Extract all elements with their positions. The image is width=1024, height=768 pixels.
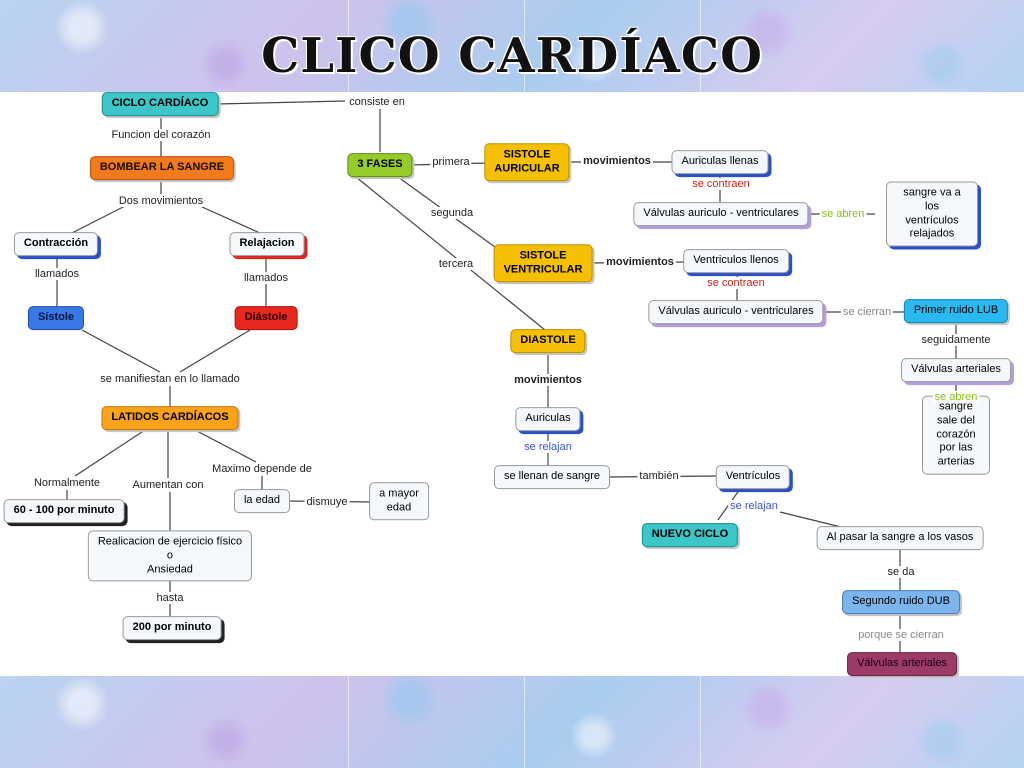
link-tambien: también (637, 470, 681, 482)
link-se-relajan-1: se relajan (522, 441, 574, 453)
node-la-edad[interactable]: la edad (233, 489, 291, 513)
link-se-abren-1: se abren (819, 208, 867, 220)
link-movimientos-2: movimientos (604, 256, 676, 268)
node-200-por-minuto[interactable]: 200 por minuto (122, 616, 222, 640)
link-se-cierran: se cierran (840, 306, 894, 318)
slide-title: CLICO CARDÍACO (261, 28, 763, 84)
node-valvulas-arteriales-1[interactable]: Válvulas arteriales (901, 358, 1011, 382)
node-sistole[interactable]: Sístole (27, 306, 85, 330)
node-se-llenan-de-sangre[interactable]: se llenan de sangre (493, 465, 611, 489)
node-sangre-va-ventriculos[interactable]: sangre va a los ventrículos relajados (886, 181, 978, 247)
link-se-abren-2: se abren (932, 391, 980, 403)
node-auriculas-llenas[interactable]: Auriculas llenas (671, 150, 769, 174)
link-dismuye: dismuye (304, 496, 350, 508)
link-porque-se-cierran: porque se cierran (856, 629, 946, 641)
node-60-100-por-minuto[interactable]: 60 - 100 por minuto (3, 499, 125, 523)
link-se-contraen-2: se contraen (705, 277, 767, 289)
link-se-da: se da (885, 566, 917, 578)
node-primer-ruido-lub[interactable]: Primer ruido LUB (903, 299, 1009, 323)
link-tercera: tercera (436, 258, 476, 270)
node-contraccion[interactable]: Contracción (13, 232, 99, 256)
link-primera: primera (430, 156, 472, 168)
node-diastole-fase[interactable]: DIASTOLE (510, 329, 586, 353)
link-movimientos-3: movimientos (512, 374, 584, 386)
link-llamados-left: llamados (32, 268, 82, 280)
node-nuevo-ciclo[interactable]: NUEVO CICLO (641, 523, 739, 547)
node-sangre-sale[interactable]: sangre sale del corazón por las arterias (922, 395, 990, 475)
node-ejercicio-ansiedad[interactable]: Realicacion de ejercicio físico o Ansied… (87, 530, 253, 582)
node-sistole-auricular[interactable]: SISTOLE AURICULAR (484, 143, 570, 181)
node-sistole-ventricular[interactable]: SISTOLE VENTRICULAR (493, 244, 593, 282)
footer-banner (0, 676, 1024, 768)
link-aumentan-con: Aumentan con (130, 479, 206, 491)
link-consiste-en: consiste en (347, 96, 407, 108)
node-3-fases[interactable]: 3 FASES (347, 153, 413, 177)
link-seguidamente: seguidamente (919, 334, 993, 346)
link-hasta: hasta (154, 592, 186, 604)
node-valvulas-av-1[interactable]: Válvulas auriculo - ventriculares (633, 202, 809, 226)
link-se-manifiestan: se manifiestan en lo llamado (98, 373, 242, 385)
node-al-pasar-la-sangre[interactable]: Al pasar la sangre a los vasos (816, 526, 984, 550)
node-bombear-la-sangre[interactable]: BOMBEAR LA SANGRE (89, 156, 235, 180)
link-maximo-depende-de: Maximo depende de (210, 463, 314, 475)
node-valvulas-av-2[interactable]: Válvulas auriculo - ventriculares (648, 300, 824, 324)
link-se-contraen-1: se contraen (690, 178, 752, 190)
node-valvulas-arteriales-2[interactable]: Válvulas arteriales (847, 652, 957, 676)
link-llamados-right: llamados (241, 272, 291, 284)
node-ciclo-cardiaco[interactable]: CICLO CARDÍACO (101, 92, 219, 116)
link-movimientos-1: movimientos (581, 155, 653, 167)
link-segunda: segunda (428, 207, 476, 219)
header-banner (0, 0, 1024, 92)
link-funcion-del-corazon: Funcion del corazón (109, 129, 213, 141)
node-auriculas[interactable]: Auriculas (515, 407, 581, 431)
link-se-relajan-2: se relajan (728, 500, 780, 512)
node-ventriculos[interactable]: Ventrículos (715, 465, 791, 489)
node-ventriculos-llenos[interactable]: Ventriculos llenos (683, 249, 789, 273)
link-dos-movimientos: Dos movimientos (116, 195, 206, 207)
node-segundo-ruido-dub[interactable]: Segundo ruido DUB (842, 590, 960, 614)
node-latidos-cardiacos[interactable]: LATIDOS CARDÍACOS (101, 406, 239, 430)
node-relajacion[interactable]: Relajacion (229, 232, 305, 256)
node-diastole-left[interactable]: Diástole (234, 306, 298, 330)
node-a-mayor-edad[interactable]: a mayor edad (369, 482, 429, 520)
link-normalmente: Normalmente (31, 477, 103, 489)
